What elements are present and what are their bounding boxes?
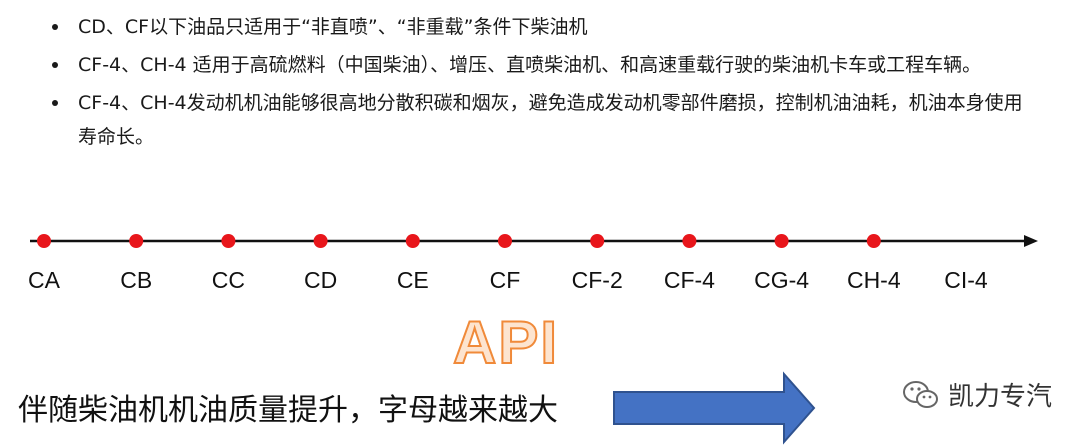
timeline-marker-cc [221,234,236,248]
timeline-marker-ce [405,234,420,248]
timeline-label-ce: CE [397,267,429,293]
timeline-label-cb: CB [120,267,152,293]
bullet-list: CD、CF以下油品只适用于“非直喷”、“非重载”条件下柴油机 CF-4、CH-4… [52,10,1032,154]
timeline-arrowhead [1024,235,1038,247]
timeline-marker-cf [498,234,512,248]
timeline-marker-cb [129,234,144,248]
timeline-label-cd: CD [304,267,337,293]
timeline-label-cf-2: CF-2 [572,267,623,293]
bullet-item-2: CF-4、CH-4 适用于高硫燃料（中国柴油）、增压、直喷柴油机、和高速重载行驶… [52,48,1032,82]
timeline-label-cg-4: CG-4 [754,267,809,293]
timeline-label-ch-4: CH-4 [847,267,901,293]
timeline-marker-ch-4 [866,234,881,248]
timeline-marker-cd [313,234,328,248]
timeline-label-cc: CC [212,267,245,293]
brand-watermark: 凯力专汽 [902,376,1052,413]
timeline-marker-cf-2 [590,234,605,248]
bullet-item-1: CD、CF以下油品只适用于“非直喷”、“非重载”条件下柴油机 [52,10,1032,44]
bullet-dot [52,100,58,106]
brand-name: 凯力专汽 [948,382,1053,412]
timeline-label-cf: CF [490,267,521,293]
timeline-label-ci-4: CI-4 [944,267,988,293]
bullet-dot [52,62,58,68]
wechat-icon [903,380,938,408]
timeline-label-ca: CA [28,267,61,293]
bullet-text-3: CF-4、CH-4发动机机油能够很高地分散积碳和烟灰，避免造成发动机零部件磨损，… [78,92,1023,148]
bullet-dot [52,24,58,30]
bullet-text-2: CF-4、CH-4 适用于高硫燃料（中国柴油）、增压、直喷柴油机、和高速重载行驶… [78,54,982,76]
api-title: API [452,308,560,377]
caption: 伴随柴油机机油质量提升，字母越来越大 [18,393,558,428]
timeline-label-cf-4: CF-4 [664,267,715,293]
direction-arrow [613,371,816,445]
bullet-item-3: CF-4、CH-4发动机机油能够很高地分散积碳和烟灰，避免造成发动机零部件磨损，… [52,86,1032,154]
timeline-marker-ca [37,234,51,248]
timeline-marker-cf-4 [682,234,697,248]
bullet-text-1: CD、CF以下油品只适用于“非直喷”、“非重载”条件下柴油机 [78,16,588,38]
timeline-marker-cg-4 [774,234,789,248]
